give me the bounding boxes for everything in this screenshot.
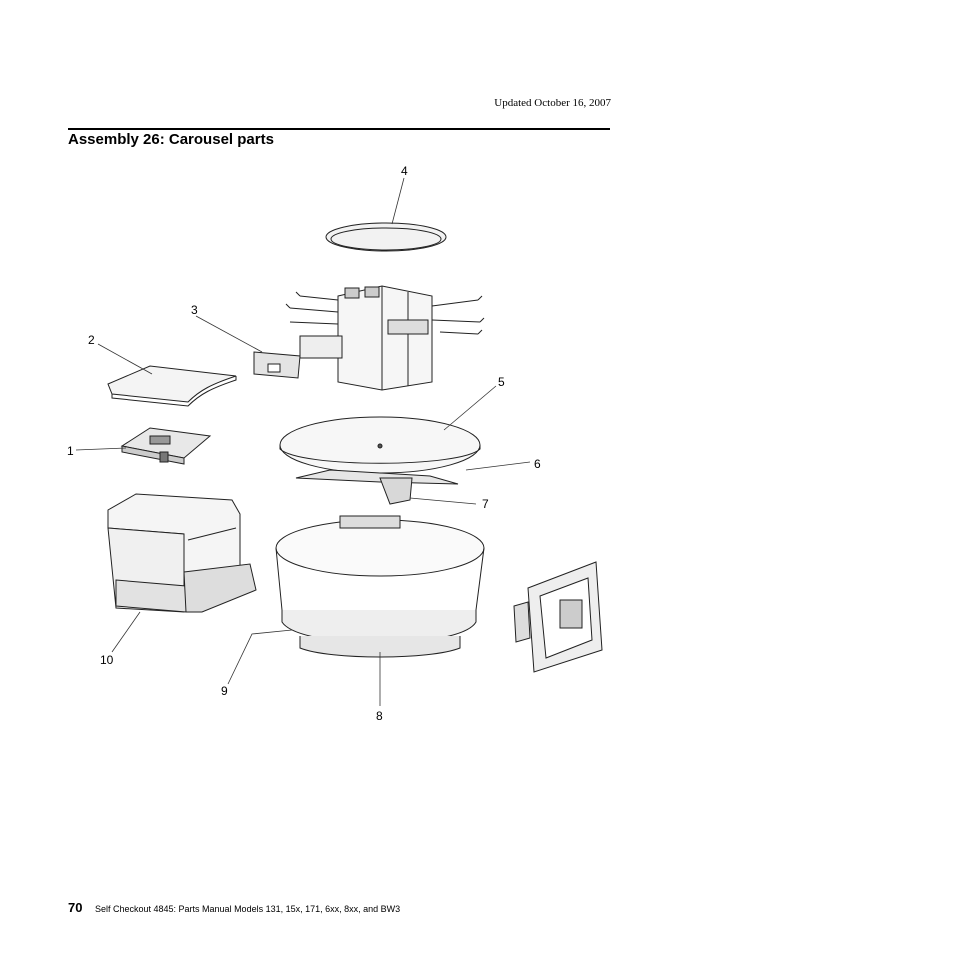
part-8-9-base (275, 515, 485, 658)
callout-6: 6 (534, 457, 541, 471)
callout-5: 5 (498, 375, 505, 389)
part-4-ring (325, 222, 447, 252)
page-title: Assembly 26: Carousel parts (68, 131, 274, 148)
page-number: 70 (68, 900, 83, 915)
callouts: 4 3 2 1 5 6 7 10 9 8 (67, 164, 541, 723)
callout-9: 9 (221, 684, 228, 698)
part-2-shelf (107, 365, 237, 407)
callout-7: 7 (482, 497, 489, 511)
callout-1: 1 (67, 444, 74, 458)
callout-2: 2 (88, 333, 95, 347)
callout-3: 3 (191, 303, 198, 317)
part-3-bracket (253, 351, 301, 379)
part-10-cabinet (107, 493, 257, 613)
callout-10: 10 (100, 653, 114, 667)
callout-4: 4 (401, 164, 408, 178)
footer-text: Self Checkout 4845: Parts Manual Models … (94, 904, 401, 914)
callout-8: 8 (376, 709, 383, 723)
side-panel (513, 561, 603, 673)
part-1-mechanism (120, 427, 212, 465)
page-footer: 70 Self Checkout 4845: Parts Manual Mode… (68, 900, 400, 915)
part-6-7-support (295, 469, 459, 505)
header-rule (68, 128, 610, 130)
updated-date: Updated October 16, 2007 (494, 97, 611, 109)
carousel-column (285, 285, 485, 391)
leader-lines (75, 177, 531, 706)
